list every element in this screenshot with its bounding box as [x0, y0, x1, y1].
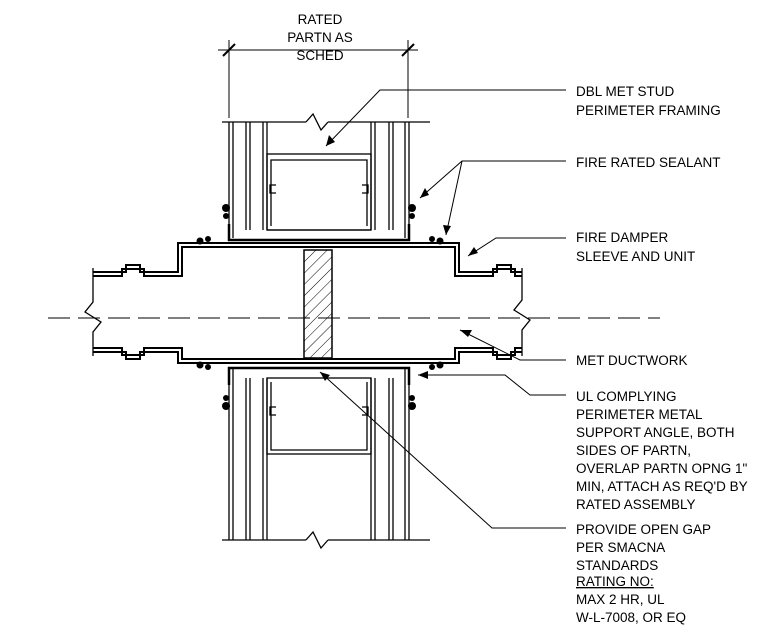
callout-stud-framing-line-2: PERIMETER FRAMING [576, 103, 721, 118]
rating-line-2: W-L-7008, OR EQ [576, 610, 686, 625]
lower-partition [222, 368, 430, 550]
callout-stud-framing-line-1: DBL MET STUD [576, 84, 675, 99]
damper-sleeve [93, 242, 522, 364]
callout-angle-line-7: RATED ASSEMBLY [576, 497, 696, 512]
leader-lines [319, 89, 566, 529]
callout-damper-line-2: SLEEVE AND UNIT [576, 249, 695, 264]
callout-gap-line-3: STANDARDS [576, 558, 658, 573]
upper-partition [222, 112, 430, 238]
upper-sealant-beads [196, 204, 444, 245]
callout-angle-line-6: MIN, ATTACH AS REQ'D BY [576, 479, 748, 494]
callout-gap-line-1: PROVIDE OPEN GAP [576, 522, 711, 537]
rating-line-1: MAX 2 HR, UL [576, 592, 665, 607]
upper-header-channel [266, 153, 372, 231]
callout-gap-line-2: PER SMACNA [576, 540, 665, 555]
lower-header-channel [266, 377, 372, 455]
callout-angle-line-4: SIDES OF PARTN, [576, 443, 691, 458]
callout-angle-line-5: OVERLAP PARTN OPNG 1" [576, 461, 748, 476]
dimension-label-line-1: RATED [298, 12, 343, 27]
callout-ductwork: MET DUCTWORK [576, 353, 688, 368]
rating-heading: RATING NO: [576, 574, 654, 589]
callout-sealant: FIRE RATED SEALANT [576, 155, 721, 170]
callout-damper-line-1: FIRE DAMPER [576, 230, 669, 245]
duct-break-lines [84, 268, 531, 356]
partition-dimension [218, 40, 418, 118]
damper-blade [303, 249, 333, 359]
dimension-label-line-2: PARTN AS [287, 30, 353, 45]
lower-support-angle [227, 366, 411, 385]
leader-arrowheads [320, 135, 478, 381]
upper-support-angle [227, 224, 411, 242]
dimension-label-line-3: SCHED [296, 48, 344, 63]
lower-sealant-beads [196, 361, 444, 410]
callout-angle-line-2: PERIMETER METAL [576, 407, 703, 422]
callout-angle-line-3: SUPPORT ANGLE, BOTH [576, 425, 735, 440]
callout-angle-line-1: UL COMPLYING [576, 389, 677, 404]
